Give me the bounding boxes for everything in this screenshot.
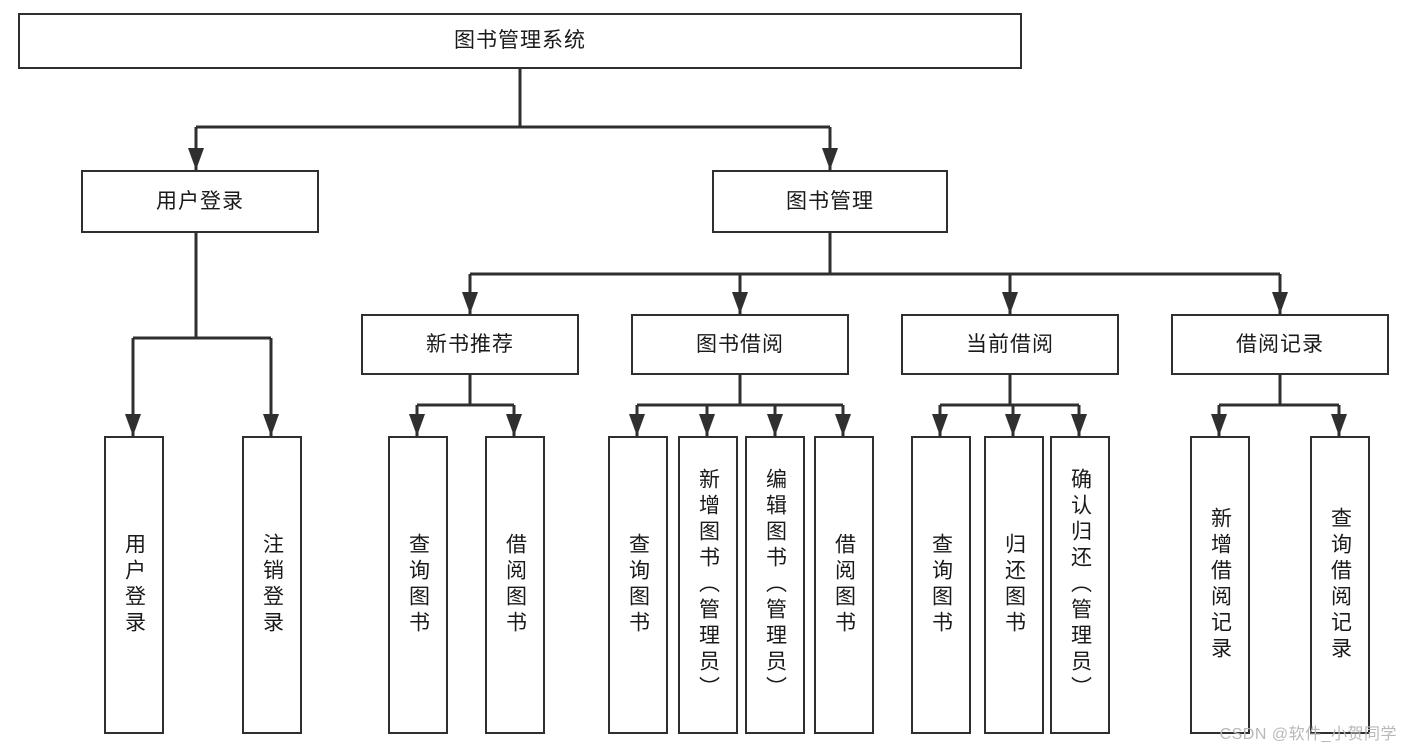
node-label: 新增图书（管理员） [696, 468, 720, 702]
login-trunk-arrowhead [263, 414, 279, 436]
node-l_edit[interactable]: 编辑图书（管理员） [745, 436, 805, 734]
node-l_q2[interactable]: 查询图书 [608, 436, 668, 734]
node-l_b1[interactable]: 借阅图书 [485, 436, 545, 734]
node-label: 借阅图书 [503, 533, 527, 637]
node-book_mgmt[interactable]: 图书管理 [712, 170, 948, 233]
newrec-trunk-arrowhead [506, 414, 522, 436]
mgmt-trunk-arrowhead [462, 292, 478, 314]
node-label: 查询图书 [929, 533, 953, 637]
node-current[interactable]: 当前借阅 [901, 314, 1119, 375]
node-l_addrec[interactable]: 新增借阅记录 [1190, 436, 1250, 734]
current-trunk-arrowhead [1005, 414, 1021, 436]
node-l_qrec[interactable]: 查询借阅记录 [1310, 436, 1370, 734]
node-label: 查询图书 [406, 533, 430, 637]
root-trunk-arrowhead [822, 148, 838, 170]
node-label: 新增借阅记录 [1208, 507, 1232, 663]
node-l_q3[interactable]: 查询图书 [911, 436, 971, 734]
node-label: 归还图书 [1002, 533, 1026, 637]
borrow-trunk-arrowhead [835, 414, 851, 436]
node-label: 借阅图书 [832, 533, 856, 637]
newrec-trunk-arrowhead [409, 414, 425, 436]
node-label: 查询借阅记录 [1328, 507, 1352, 663]
node-label: 注销登录 [260, 533, 284, 637]
borrow-trunk-arrowhead [699, 414, 715, 436]
node-label: 图书借阅 [696, 332, 784, 356]
mgmt-trunk-arrowhead [1002, 292, 1018, 314]
mgmt-trunk-arrowhead [1272, 292, 1288, 314]
node-borrow[interactable]: 图书借阅 [631, 314, 849, 375]
node-l_return[interactable]: 归还图书 [984, 436, 1044, 734]
borrow-trunk-arrowhead [767, 414, 783, 436]
node-label: 图书管理 [786, 189, 874, 213]
node-records[interactable]: 借阅记录 [1171, 314, 1389, 375]
node-label: 确认归还（管理员） [1068, 468, 1092, 702]
node-l_q1[interactable]: 查询图书 [388, 436, 448, 734]
node-l_confirm[interactable]: 确认归还（管理员） [1050, 436, 1110, 734]
node-label: 用户登录 [122, 533, 146, 637]
node-root[interactable]: 图书管理系统 [18, 13, 1022, 69]
node-label: 新书推荐 [426, 332, 514, 356]
csdn-watermark: CSDN @软件_小贺同学 [1219, 726, 1397, 743]
login-trunk-arrowhead [125, 414, 141, 436]
root-trunk-arrowhead [188, 148, 204, 170]
node-label: 图书管理系统 [454, 29, 586, 53]
node-label: 当前借阅 [966, 332, 1054, 356]
node-l_add[interactable]: 新增图书（管理员） [678, 436, 738, 734]
borrow-trunk-arrowhead [629, 414, 645, 436]
node-label: 编辑图书（管理员） [763, 468, 787, 702]
records-trunk-arrowhead [1211, 414, 1227, 436]
node-l_b2[interactable]: 借阅图书 [814, 436, 874, 734]
mgmt-trunk-arrowhead [732, 292, 748, 314]
current-trunk-arrowhead [932, 414, 948, 436]
node-label: 用户登录 [156, 189, 244, 213]
records-trunk-arrowhead [1331, 414, 1347, 436]
node-label: 借阅记录 [1236, 332, 1324, 356]
node-label: 查询图书 [626, 533, 650, 637]
node-new_rec[interactable]: 新书推荐 [361, 314, 579, 375]
current-trunk-arrowhead [1071, 414, 1087, 436]
node-l_login[interactable]: 用户登录 [104, 436, 164, 734]
node-l_logout[interactable]: 注销登录 [242, 436, 302, 734]
node-user_login[interactable]: 用户登录 [81, 170, 319, 233]
